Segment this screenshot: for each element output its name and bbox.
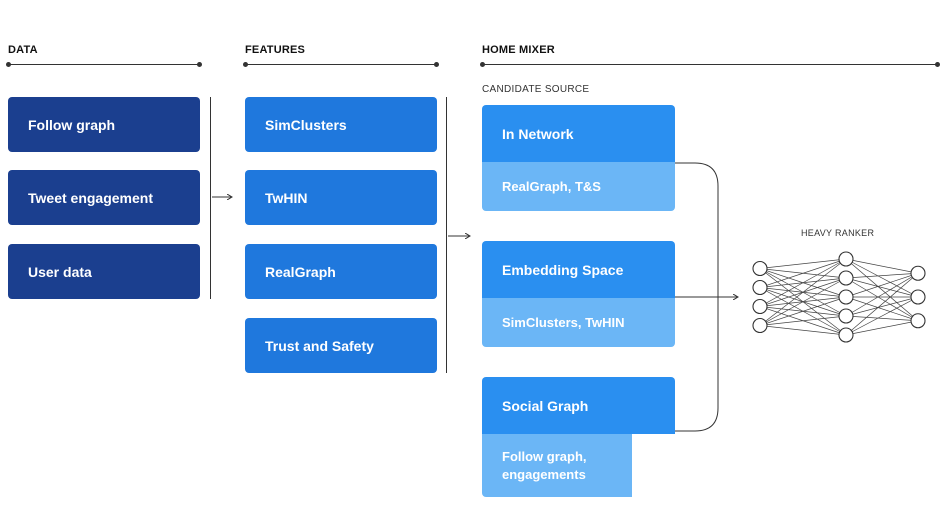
network-node <box>910 265 926 281</box>
feature-box-simclusters: SimClusters <box>245 97 437 152</box>
network-edge <box>759 277 847 326</box>
data-box-label: Tweet engagement <box>28 189 153 206</box>
network-edge <box>845 272 919 279</box>
data-box-user-data: User data <box>8 244 200 299</box>
network-edge <box>845 258 919 274</box>
feature-box-realgraph: RealGraph <box>245 244 437 299</box>
home-mixer-header: HOME MIXER <box>482 44 555 56</box>
feature-box-twhin: TwHIN <box>245 170 437 225</box>
feature-box-label: SimClusters <box>265 116 347 133</box>
network-edge <box>845 272 919 317</box>
network-node <box>838 308 854 324</box>
source-title: Embedding Space <box>482 241 675 298</box>
network-node <box>910 313 926 329</box>
network-node <box>752 260 768 277</box>
network-edge <box>845 320 919 336</box>
data-box-label: Follow graph <box>28 116 116 133</box>
network-edge <box>759 258 847 326</box>
network-node <box>838 251 854 267</box>
data-box-tweet-engagement: Tweet engagement <box>8 170 200 225</box>
social-graph-connector <box>675 297 719 432</box>
source-detail: RealGraph, T&S <box>482 162 675 211</box>
network-node <box>752 317 768 334</box>
network-node <box>910 289 926 305</box>
source-card-embedding-space: Embedding Space SimClusters, TwHIN <box>482 241 675 347</box>
source-detail: SimClusters, TwHIN <box>482 298 675 347</box>
network-edge <box>759 258 847 269</box>
source-card-social-graph: Social Graph Follow graph, engagements <box>482 377 675 497</box>
data-box-label: User data <box>28 263 92 280</box>
source-title: In Network <box>482 105 675 162</box>
network-edge <box>759 296 847 326</box>
network-edge <box>845 258 919 322</box>
network-edge <box>845 296 919 322</box>
network-node <box>752 279 768 296</box>
network-edge <box>845 258 919 298</box>
data-header: DATA <box>8 44 38 56</box>
data-bracket <box>210 97 211 299</box>
heavy-ranker-label: HEAVY RANKER <box>801 228 875 238</box>
source-title: Social Graph <box>482 377 675 434</box>
network-edge <box>759 315 847 326</box>
in-network-connector <box>675 162 719 297</box>
network-edge <box>845 277 919 298</box>
features-header: FEATURES <box>245 44 306 56</box>
source-detail: Follow graph, engagements <box>482 434 632 497</box>
network-edge <box>845 315 919 322</box>
data-box-follow-graph: Follow graph <box>8 97 200 152</box>
network-edge <box>845 296 919 317</box>
network-edge <box>759 258 847 307</box>
features-header-rule <box>243 62 439 67</box>
network-edge <box>845 296 919 336</box>
network-edge <box>759 325 847 336</box>
network-node <box>838 270 854 286</box>
candidate-source-label: CANDIDATE SOURCE <box>482 84 590 95</box>
feature-box-label: TwHIN <box>265 189 308 206</box>
home-mixer-header-rule <box>480 62 940 67</box>
network-node <box>838 289 854 305</box>
features-bracket <box>446 97 447 373</box>
network-edge <box>845 277 919 322</box>
network-edge <box>759 258 847 288</box>
feature-box-label: Trust and Safety <box>265 337 374 354</box>
feature-box-label: RealGraph <box>265 263 336 280</box>
network-node <box>838 327 854 343</box>
source-card-in-network: In Network RealGraph, T&S <box>482 105 675 211</box>
network-edge <box>845 272 919 298</box>
data-header-rule <box>6 62 202 67</box>
network-edge <box>845 272 919 336</box>
network-node <box>752 298 768 315</box>
feature-box-trust-and-safety: Trust and Safety <box>245 318 437 373</box>
